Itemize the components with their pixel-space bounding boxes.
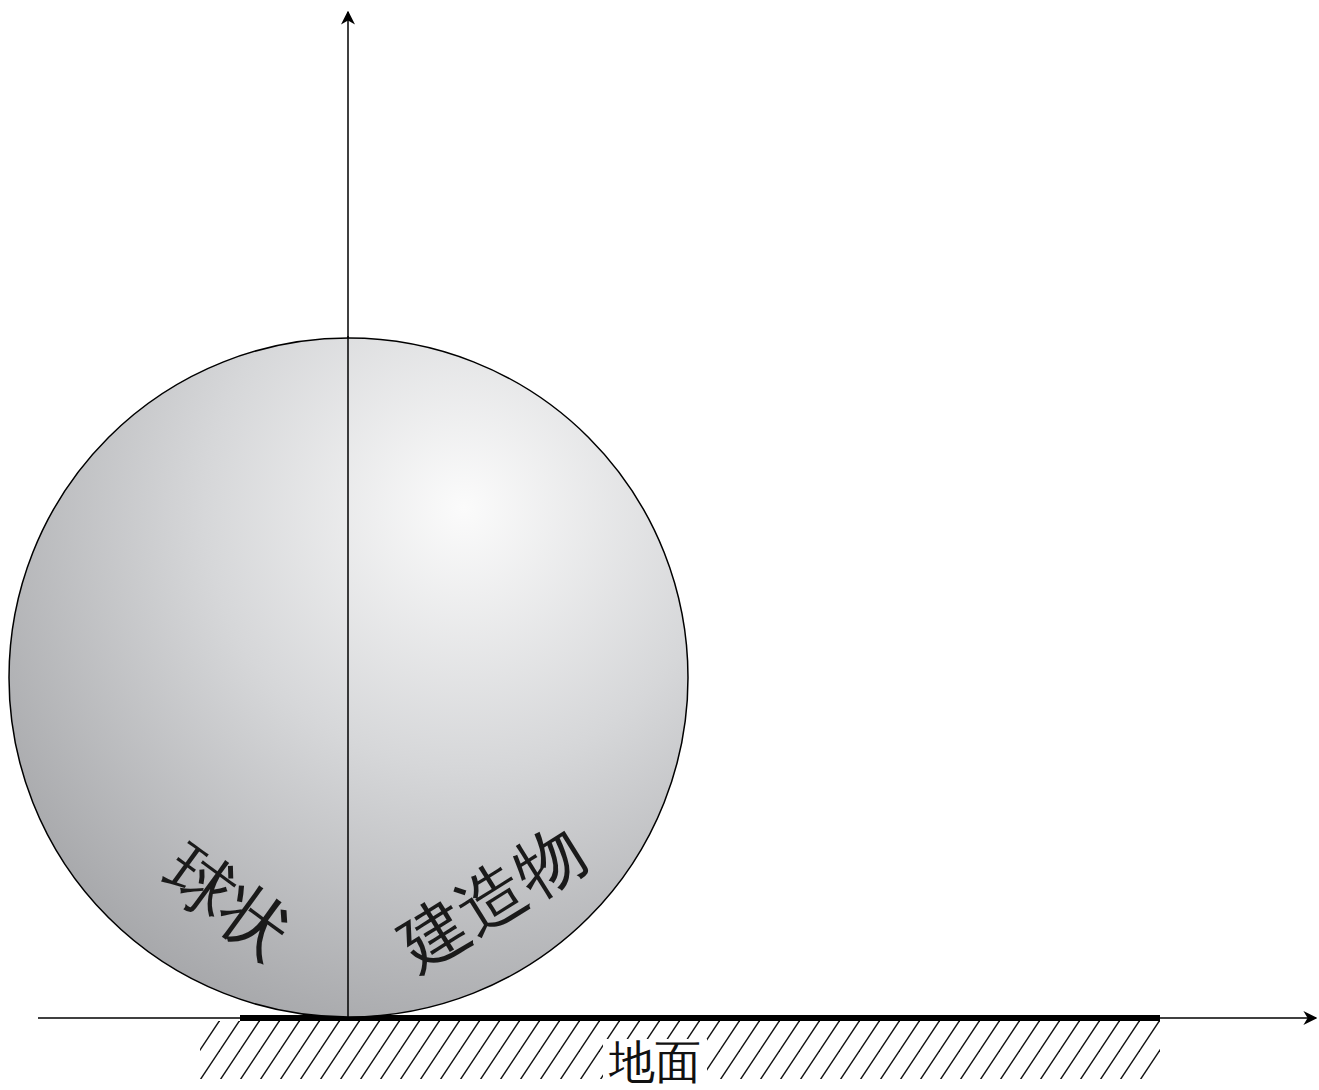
ground-label: 地面 bbox=[603, 1039, 707, 1085]
vertical-axis bbox=[347, 12, 349, 1018]
sphere-outline bbox=[8, 336, 689, 1019]
axis-segment bbox=[347, 336, 349, 1019]
sphere-building: 球状建造物 bbox=[8, 336, 689, 1019]
horizontal-axis bbox=[38, 1017, 1316, 1019]
